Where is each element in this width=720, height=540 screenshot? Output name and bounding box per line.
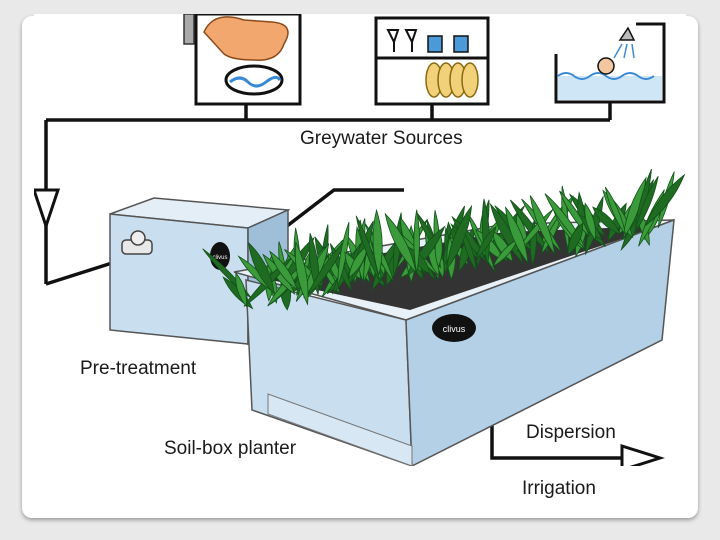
leaf <box>529 195 556 255</box>
washing-machine-icon <box>183 14 302 106</box>
leaf <box>235 271 247 308</box>
leaf <box>635 175 659 232</box>
leaf <box>337 222 350 287</box>
leaf <box>248 241 275 295</box>
leaf <box>446 204 473 271</box>
leaf <box>584 202 596 241</box>
leaf <box>622 176 647 240</box>
svg-text:clivus: clivus <box>212 255 227 261</box>
irrigation-label: Irrigation <box>522 478 596 499</box>
diagram-artwork: clivus clivus <box>34 14 686 466</box>
flow-arrow-icon <box>34 188 61 231</box>
pretreatment-label: Pre-treatment <box>80 358 197 379</box>
leaf <box>269 250 298 291</box>
leaf <box>475 225 497 260</box>
leaf <box>592 206 621 235</box>
sources-label: Greywater Sources <box>300 128 463 149</box>
leaf <box>644 173 686 227</box>
svg-text:clivus: clivus <box>443 324 466 334</box>
leaf <box>355 215 380 281</box>
leaf <box>294 241 309 306</box>
leaf <box>604 186 626 235</box>
shower-bath-icon <box>554 22 666 104</box>
leaf <box>413 209 420 274</box>
planter-label: Soil-box planter <box>164 438 297 459</box>
leaf <box>505 206 529 265</box>
kitchen-sink-icon <box>374 16 490 106</box>
dispersion-label: Dispersion <box>526 422 616 443</box>
valve-icon <box>121 230 153 255</box>
plant-foliage-icon <box>202 168 686 311</box>
greywater-diagram: clivus clivus Greywater Sources Pre-trea… <box>34 14 686 499</box>
leaf <box>372 208 383 277</box>
leaf <box>384 212 417 274</box>
flow-arrow-icon <box>620 443 665 466</box>
leaf <box>567 222 584 256</box>
